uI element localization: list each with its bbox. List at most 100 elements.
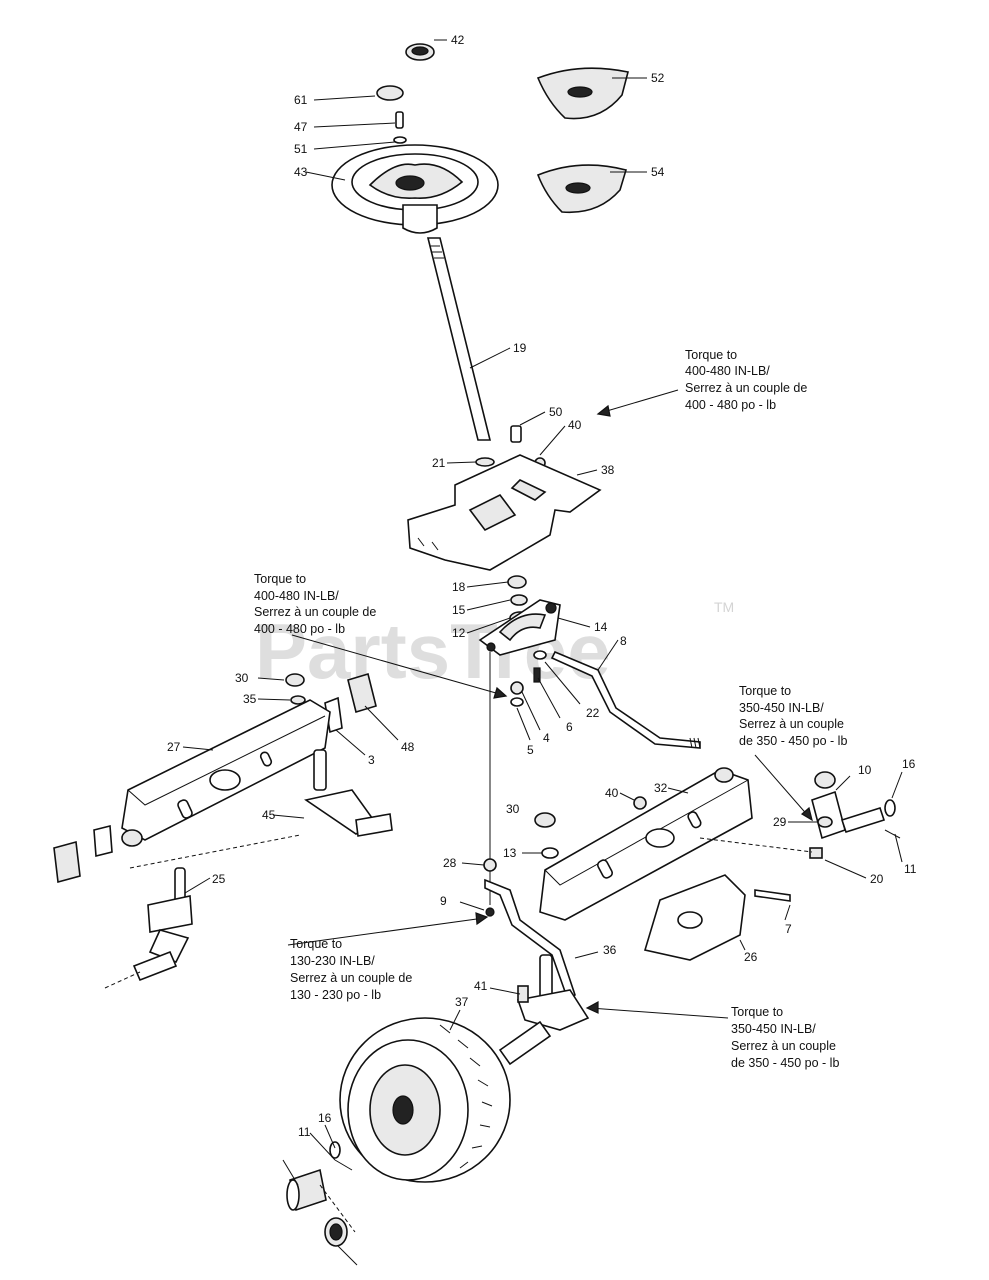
label-50: 50: [549, 405, 563, 419]
label-6: 6: [566, 720, 573, 734]
cap-part-30-left: [285, 673, 305, 687]
bolt-part-47: [395, 111, 404, 129]
steering-shaft-part-19: [426, 237, 492, 441]
label-22-lower: 4: [543, 731, 550, 745]
label-29-left: 11: [298, 1125, 311, 1139]
washer-part-22-lower: [510, 697, 524, 707]
bushing-part-10: [817, 816, 833, 828]
bolt-part-50: [510, 425, 522, 443]
label-52: 52: [651, 71, 665, 85]
svg-text:Serrez à un couple: Serrez à un couple: [739, 717, 844, 731]
label-14: 14: [594, 620, 608, 634]
svg-text:Torque to: Torque to: [731, 1005, 783, 1019]
label-9: 26: [744, 950, 758, 964]
bushing-part-18: [507, 575, 527, 589]
label-10: 29: [773, 815, 787, 829]
svg-text:de 350 - 450 po - lb: de 350 - 450 po - lb: [731, 1056, 839, 1070]
label-8: 8: [620, 634, 627, 648]
cover-part-54: [536, 164, 628, 214]
label-12: 12: [452, 626, 466, 640]
torque-note-3: Torque to 350-450 IN-LB/ Serrez à un cou…: [739, 684, 847, 748]
svg-text:de 350 - 450 po - lb: de 350 - 450 po - lb: [739, 734, 847, 748]
bolt-part-28: [485, 907, 495, 917]
svg-text:Serrez à un couple de: Serrez à un couple de: [290, 971, 412, 985]
torque-note-2: Torque to 400-480 IN-LB/ Serrez à un cou…: [254, 572, 376, 636]
label-38: 38: [601, 463, 615, 477]
nut-part-40-right: [633, 796, 647, 810]
pin-part-29-right: [884, 829, 901, 839]
steering-wheel-part-43: [331, 144, 499, 234]
svg-text:400-480 IN-LB/: 400-480 IN-LB/: [254, 589, 339, 603]
label-22-upper: 22: [586, 706, 600, 720]
label-32-left: 16: [318, 1111, 332, 1125]
tire-part-36: [339, 1017, 511, 1183]
cap-part-41: [286, 1168, 327, 1212]
label-54: 54: [651, 165, 665, 179]
drag-link-part-8: [550, 650, 701, 749]
washer-part-22-upper: [533, 650, 547, 660]
bushing-part-left-end: [53, 824, 113, 884]
nut-part-40-mid: [510, 681, 524, 695]
svg-text:350-450 IN-LB/: 350-450 IN-LB/: [739, 701, 824, 715]
label-51: 51: [294, 142, 308, 156]
label-47: 47: [294, 120, 308, 134]
label-35: 35: [243, 692, 257, 706]
svg-text:Torque to: Torque to: [254, 572, 306, 586]
sleeve-part-48: [347, 672, 377, 714]
washer-part-11: [541, 847, 559, 859]
label-26: 41: [474, 979, 488, 993]
svg-text:130 - 230 po - lb: 130 - 230 po - lb: [290, 988, 381, 1002]
label-19: 19: [513, 341, 527, 355]
svg-text:400 - 480 po - lb: 400 - 480 po - lb: [685, 398, 776, 412]
label-40-right: 40: [605, 786, 619, 800]
label-48: 48: [401, 740, 415, 754]
bolt-part-13: [754, 889, 791, 902]
cap-part-42: [405, 43, 435, 61]
spindle-part-25: [811, 771, 846, 840]
spindle-part-26: [498, 985, 590, 1066]
svg-text:130-230 IN-LB/: 130-230 IN-LB/: [290, 954, 375, 968]
bolt-part-16: [809, 847, 823, 859]
label-5: 25: [212, 872, 226, 886]
svg-text:Serrez à un couple de: Serrez à un couple de: [254, 605, 376, 619]
svg-text:400-480 IN-LB/: 400-480 IN-LB/: [685, 364, 770, 378]
label-40-mid: 5: [527, 743, 534, 757]
watermark-trademark: TM: [714, 599, 734, 615]
label-21: 21: [432, 456, 446, 470]
bracket-part-9: [643, 874, 746, 961]
washer-part-32-right: [884, 799, 896, 817]
axle-part-45: [539, 767, 753, 921]
spindle-part-5: [132, 867, 193, 982]
cap-part-30-right: [534, 812, 556, 828]
label-43: 43: [294, 165, 308, 179]
label-27: 27: [167, 740, 181, 754]
spindle-shaft-right: [840, 807, 886, 833]
label-40-top: 40: [568, 418, 582, 432]
pin-part-29-left: [334, 1159, 353, 1171]
washer-part-32-left: [329, 1141, 341, 1159]
axle-part-27: [121, 699, 331, 847]
label-13: 7: [785, 922, 792, 936]
label-16: 20: [870, 872, 884, 886]
torque-note-5: Torque to 350-450 IN-LB/ Serrez à un cou…: [731, 1005, 839, 1070]
label-36: 37: [455, 995, 469, 1009]
steering-plate-part-38: [407, 454, 602, 571]
bushing-part-35: [290, 695, 306, 705]
label-25: 10: [858, 763, 872, 777]
nut-part-20: [483, 858, 497, 872]
cap-part-37: [324, 1217, 348, 1247]
label-42: 42: [451, 33, 465, 47]
spindle-part-4-left: [304, 749, 393, 837]
label-28: 9: [440, 894, 447, 908]
bushing-part-21: [475, 457, 495, 467]
svg-text:Torque to: Torque to: [290, 937, 342, 951]
washer-part-51: [393, 136, 407, 144]
label-18: 18: [452, 580, 466, 594]
svg-text:Serrez à un couple: Serrez à un couple: [731, 1039, 836, 1053]
label-32-right: 16: [902, 757, 916, 771]
bushing-part-15: [510, 594, 528, 606]
label-61: 61: [294, 93, 308, 107]
torque-arrows: [287, 389, 813, 1019]
cover-part-52: [536, 67, 629, 120]
